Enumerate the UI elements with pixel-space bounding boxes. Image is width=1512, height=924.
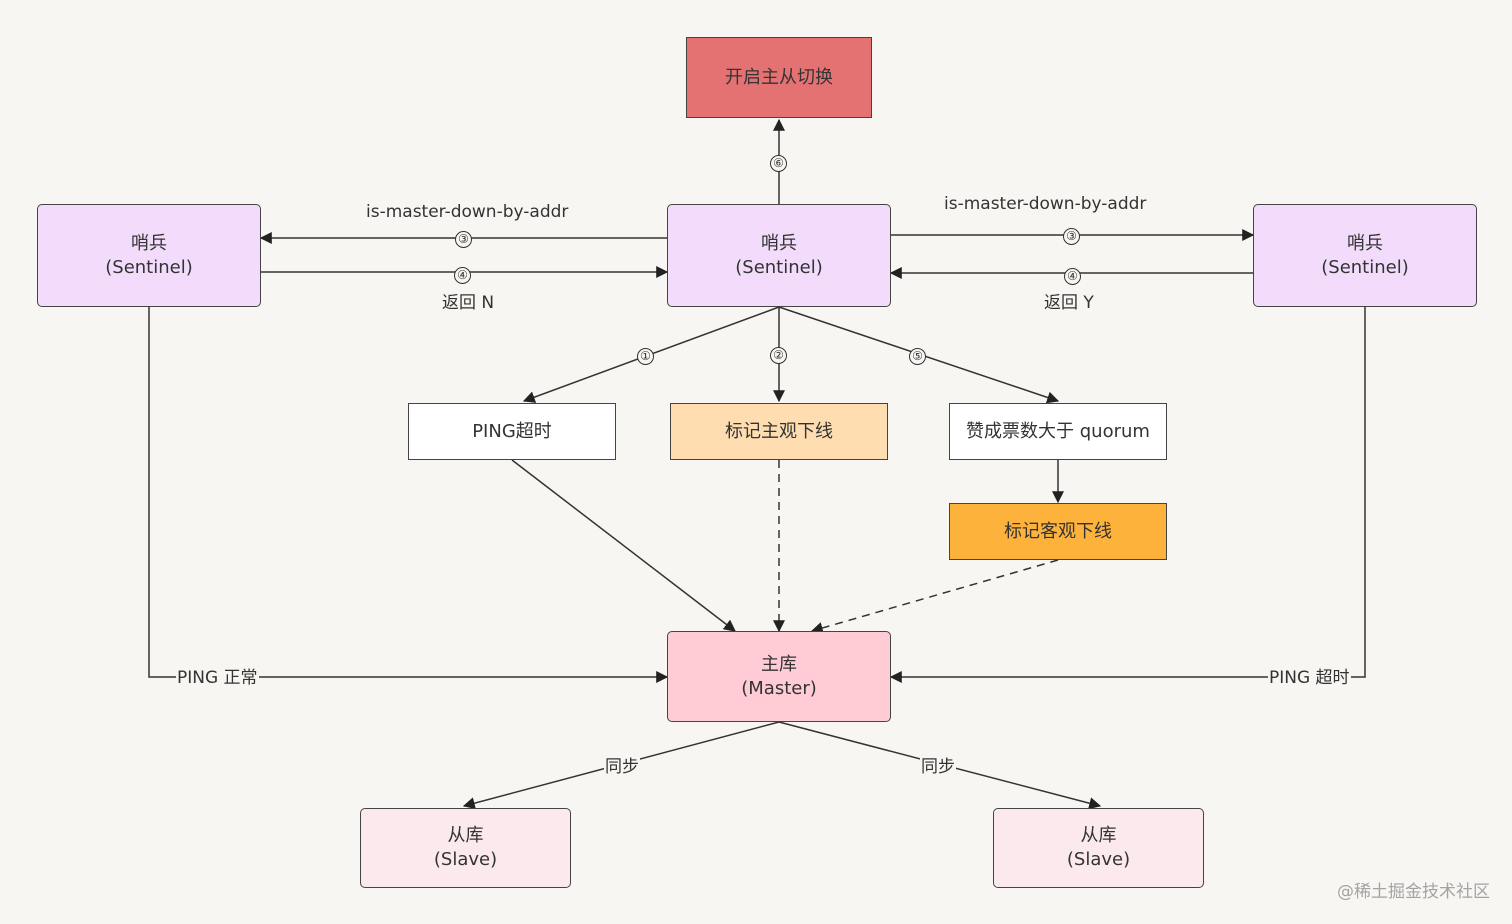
step-4-left-marker: ④ — [454, 267, 471, 284]
master-subtitle: (Master) — [741, 677, 817, 699]
arrow-ping-timeout — [889, 307, 1366, 683]
ping-timeout-node: PING超时 — [408, 403, 616, 460]
step-6-marker: ⑥ — [770, 155, 787, 172]
sentinel-right-title: 哨兵 — [1347, 232, 1383, 254]
ping-timeout-edge-label: PING 超时 — [1268, 668, 1351, 688]
slave-right-node: 从库 (Slave) — [993, 808, 1204, 888]
step-3-left-marker: ③ — [455, 231, 472, 248]
slave-right-title: 从库 — [1080, 825, 1117, 846]
slave-right-subtitle: (Slave) — [1066, 849, 1131, 870]
slave-left-subtitle: (Slave) — [433, 849, 498, 870]
failover-node: 开启主从切换 — [686, 37, 872, 118]
sentinel-left-node: 哨兵 (Sentinel) — [37, 204, 261, 307]
reply-right-label: 返回 Y — [1044, 293, 1094, 313]
step-5-marker: ⑤ — [909, 348, 926, 365]
subjective-down-label: 标记主观下线 — [725, 420, 833, 442]
votes-quorum-node: 赞成票数大于 quorum — [949, 403, 1167, 460]
reply-left-label: 返回 N — [442, 293, 495, 313]
arrow-ping-to-master — [511, 459, 736, 632]
slave-left-node: 从库 (Slave) — [360, 808, 571, 888]
step-4-right-marker: ④ — [1064, 268, 1081, 285]
subjective-down-node: 标记主观下线 — [670, 403, 888, 460]
step-1-marker: ① — [637, 348, 654, 365]
objective-down-node: 标记客观下线 — [949, 503, 1167, 560]
ask-right-label: is-master-down-by-addr — [944, 194, 1147, 214]
sentinel-right-subtitle: (Sentinel) — [1321, 256, 1409, 278]
votes-quorum-label: 赞成票数大于 quorum — [966, 420, 1150, 442]
sync-right-label: 同步 — [920, 757, 956, 777]
master-title: 主库 — [760, 653, 797, 675]
sentinel-center-subtitle: (Sentinel) — [735, 256, 823, 278]
arrow-odown-to-master — [810, 559, 1059, 634]
sentinel-center-title: 哨兵 — [761, 232, 797, 254]
slave-left-title: 从库 — [447, 825, 484, 846]
ping-timeout-label: PING超时 — [472, 420, 552, 442]
objective-down-label: 标记客观下线 — [1004, 520, 1112, 542]
sentinel-right-node: 哨兵 (Sentinel) — [1253, 204, 1477, 307]
step-2-marker: ② — [770, 347, 787, 364]
sync-left-label: 同步 — [604, 757, 640, 777]
failover-label: 开启主从切换 — [725, 66, 833, 88]
arrow-ping-normal — [148, 307, 669, 683]
sentinel-center-node: 哨兵 (Sentinel) — [667, 204, 891, 307]
ping-normal-label: PING 正常 — [176, 668, 259, 688]
watermark: @稀土掘金技术社区 — [1337, 882, 1490, 902]
sentinel-left-title: 哨兵 — [131, 232, 167, 254]
master-node: 主库 (Master) — [667, 631, 891, 722]
ask-left-label: is-master-down-by-addr — [366, 202, 569, 222]
step-3-right-marker: ③ — [1063, 228, 1080, 245]
sentinel-left-subtitle: (Sentinel) — [105, 256, 193, 278]
